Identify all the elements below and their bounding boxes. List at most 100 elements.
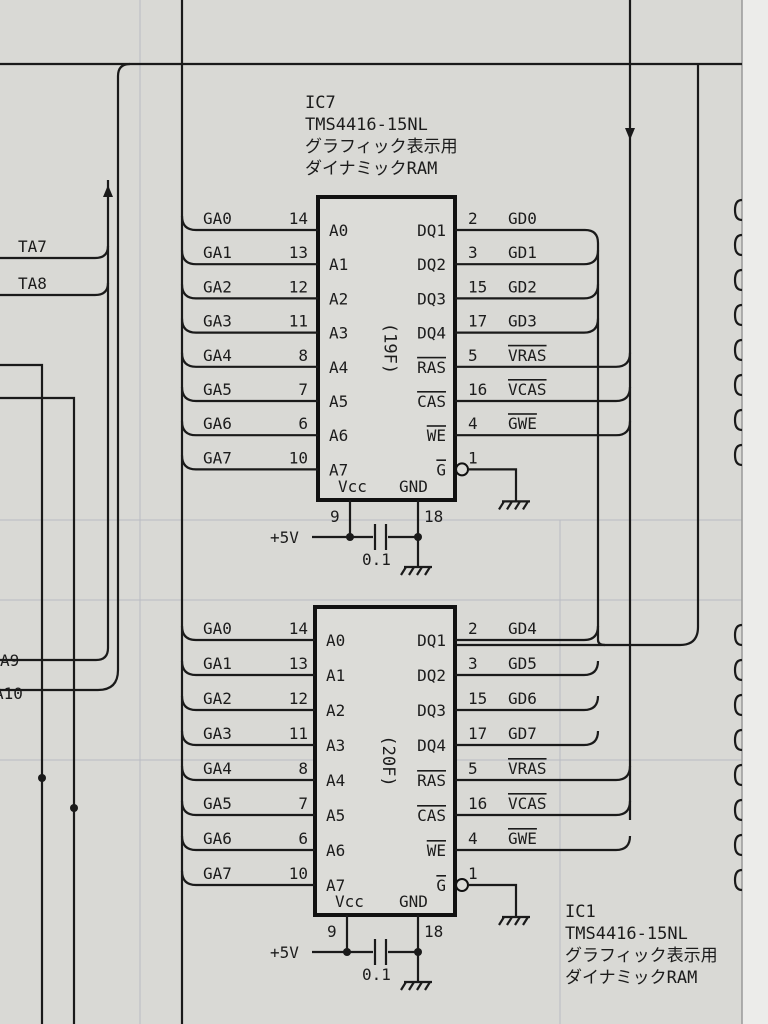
data-wire [455,730,600,747]
ic-ic1: IC1TMS4416-15NLグラフィック表示用ダイナミックRAM(20F)GA… [180,605,718,991]
pin-number: 13 [289,243,308,262]
pin-number: 5 [468,346,478,365]
pin-name: A1 [326,666,345,685]
pin-name: G [436,876,446,895]
data-signal-label: GD0 [508,209,537,228]
pin-number: 6 [298,829,308,848]
pin-number: 10 [289,864,308,883]
address-signal-label: GA0 [203,619,232,638]
ground-icon [498,500,530,510]
pin-number: 16 [468,380,487,399]
edge-stub [733,623,743,647]
pin-number: 17 [468,724,487,743]
pin-number: 8 [298,759,308,778]
pin-number: 11 [289,724,308,743]
ic-body [313,605,457,917]
ground-icon [400,565,432,576]
address-wire [180,386,318,403]
pin-number: 1 [468,864,478,883]
pin-number: 3 [468,654,478,673]
address-wire [180,730,315,747]
left-margin-labels: TA7 TA8 A9 A10 [0,237,47,703]
supply-label: +5V [270,943,299,962]
data-signal-label: GD7 [508,724,537,743]
edge-stub [733,443,743,467]
pin-name: A4 [326,771,345,790]
data-wire [455,660,600,677]
edge-stub [733,693,743,717]
edge-stub [733,408,743,432]
ic-desc1: グラフィック表示用 [565,946,718,966]
data-signal-label: VCAS [508,794,547,813]
pin-number: 8 [298,346,308,365]
pin-name: DQ4 [417,736,446,755]
pin-number: 2 [468,619,478,638]
pin-name: A6 [329,426,348,445]
ic-body [316,195,457,502]
ic-location: (19F) [380,323,400,374]
ic-ic7: IC7TMS4416-15NLグラフィック表示用ダイナミックRAM(19F)GA… [180,93,632,647]
data-wire [455,800,632,817]
pin-name: A3 [329,324,348,343]
ground-icon [498,915,530,926]
pin-number: 13 [289,654,308,673]
pin-number: 11 [289,312,308,331]
pin-number: 12 [289,277,308,296]
margin-label-a9: A9 [0,651,19,670]
data-wire [455,695,600,712]
pin-number: 10 [289,448,308,467]
data-signal-label: GD6 [508,689,537,708]
pin-number: 7 [298,794,308,813]
pin-number: 4 [468,414,478,433]
ic-part: TMS4416-15NL [565,924,688,944]
data-signal-label: VCAS [508,380,547,399]
address-signal-label: GA5 [203,380,232,399]
vcc-pin-number: 9 [327,922,337,941]
edge-stub [733,728,743,752]
data-wire [455,625,600,642]
data-signal-label: GWE [508,829,537,848]
address-signal-label: GA6 [203,414,232,433]
pin-name: RAS [417,358,446,377]
pin-name: DQ1 [417,221,446,240]
gnd-pin-number: 18 [424,922,443,941]
pin-name: A7 [326,876,345,895]
pin-number: 15 [468,277,487,296]
capacitor-value: 0.1 [362,965,391,984]
edge-connectors [733,198,743,892]
capacitor-icon [373,939,388,965]
data-signal-label: GD5 [508,654,537,673]
ic-location: (20F) [378,735,398,786]
ic-desc1: グラフィック表示用 [305,137,458,157]
address-wire [180,695,315,712]
data-signal-label: GWE [508,414,537,433]
pin-name: CAS [417,392,446,411]
pin-name: A5 [326,806,345,825]
pin-name: DQ2 [417,666,446,685]
address-signal-label: GA3 [203,724,232,743]
pin-name: DQ1 [417,631,446,650]
data-wire [455,835,632,852]
pin-name: A2 [326,701,345,720]
edge-stub [733,763,743,787]
edge-stub [733,233,743,257]
address-wire [180,284,318,300]
capacitor-icon [373,524,388,550]
data-signal-label: VRAS [508,346,547,365]
address-signal-label: GA1 [203,654,232,673]
ground-icon [400,980,432,991]
gnd-label: GND [399,477,428,496]
address-wire [180,421,318,437]
data-wire [455,352,632,368]
pin-number: 1 [468,448,478,467]
vcc-label: Vcc [335,892,364,911]
pin-name: DQ3 [417,701,446,720]
data-wire [455,421,632,437]
gnd-pin-number: 18 [424,507,443,526]
supply-label: +5V [270,528,299,547]
pin-number: 12 [289,689,308,708]
address-wire [180,215,318,232]
address-signal-label: GA6 [203,829,232,848]
page-edge [742,0,768,1024]
